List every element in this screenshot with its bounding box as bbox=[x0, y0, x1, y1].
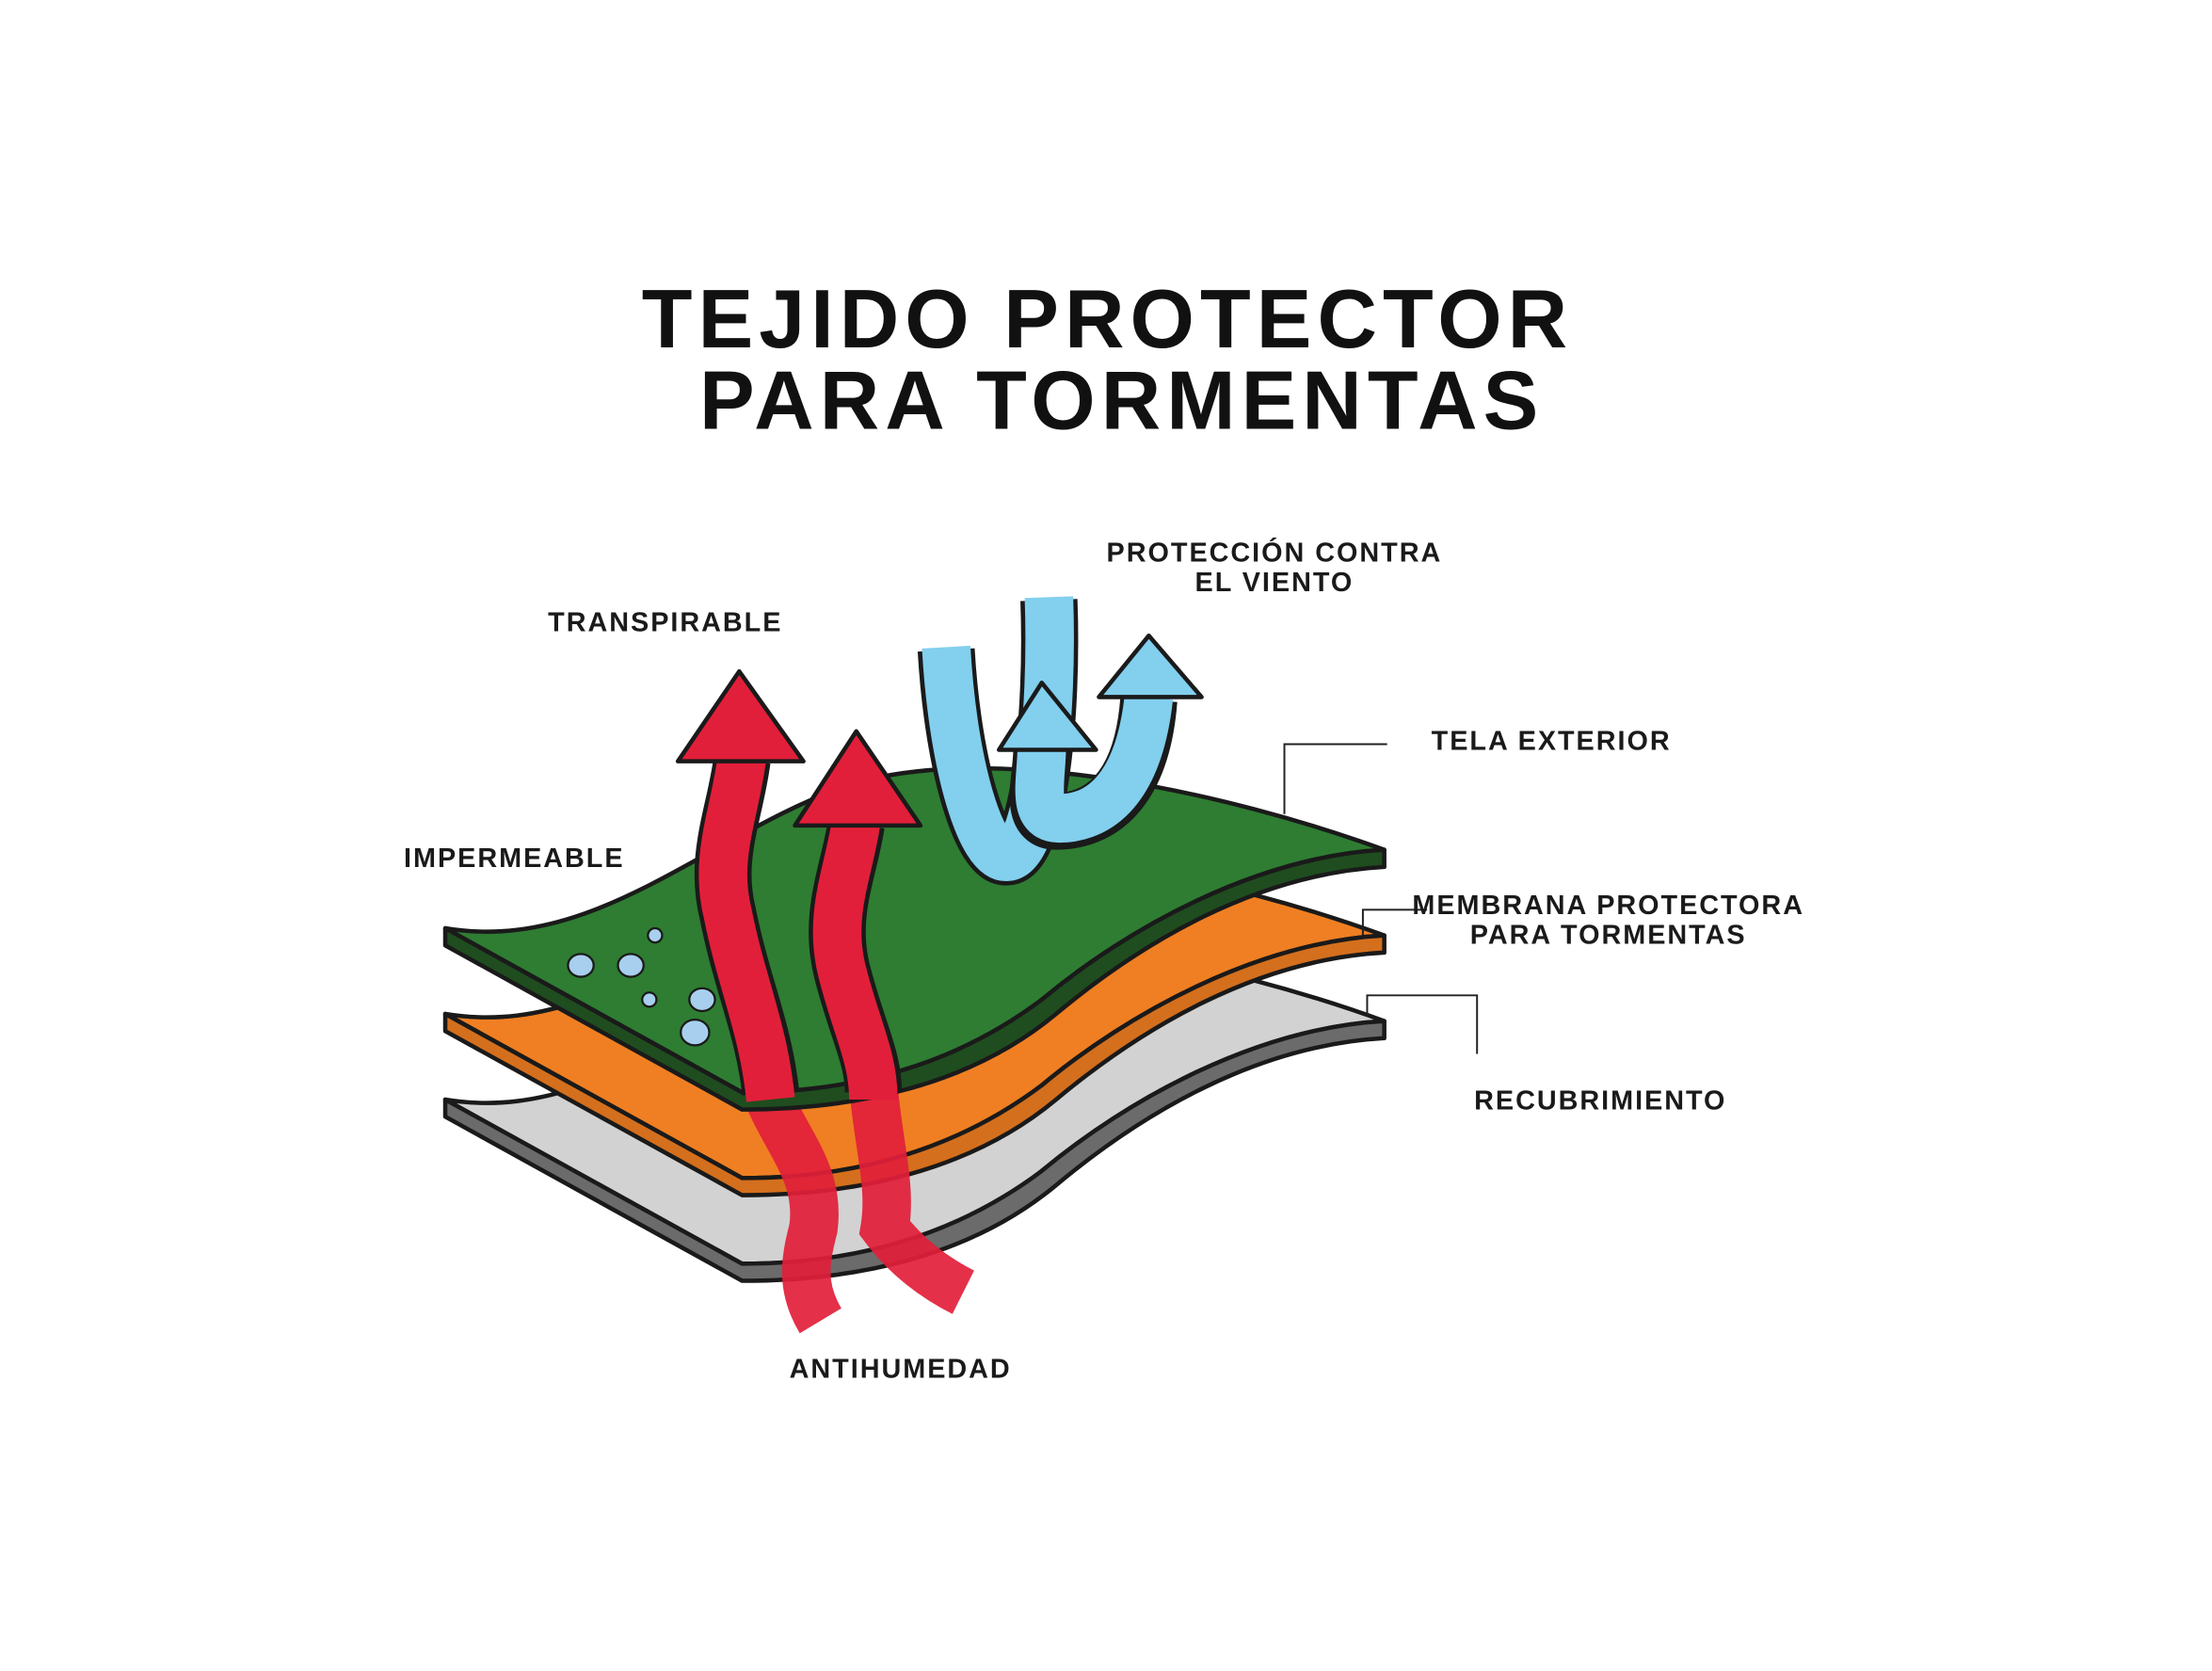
label-coating: RECUBRIMIENTO bbox=[1474, 1086, 1726, 1117]
title-line-1: TEJIDO PROTECTOR bbox=[642, 272, 1573, 365]
label-anti-moisture: ANTIHUMEDAD bbox=[790, 1355, 1012, 1385]
label-breathable: TRANSPIRABLE bbox=[548, 608, 782, 638]
wind-arrowhead bbox=[1097, 633, 1204, 699]
label-membrane-line-1: MEMBRANA PROTECTORA bbox=[1412, 891, 1804, 921]
droplet bbox=[641, 991, 658, 1008]
droplet bbox=[567, 953, 595, 978]
leader-line-membrane bbox=[1361, 908, 1428, 936]
droplet bbox=[680, 1018, 711, 1047]
droplet bbox=[647, 926, 664, 944]
droplet bbox=[688, 987, 716, 1013]
wind-arrowhead bbox=[997, 681, 1098, 752]
vapor-arrow-tails bbox=[740, 1076, 975, 1334]
droplet bbox=[617, 953, 645, 978]
wind-arrows bbox=[917, 596, 1204, 886]
water-droplets bbox=[567, 926, 716, 1047]
label-wind-line-2: EL VIENTO bbox=[1195, 568, 1354, 598]
breathable-arrow-1 bbox=[675, 668, 806, 1102]
leader-line-coating bbox=[1366, 994, 1479, 1054]
label-waterproof: IMPERMEABLE bbox=[404, 844, 624, 874]
label-outer-fabric: TELA EXTERIOR bbox=[1432, 727, 1672, 757]
label-membrane-line-2: PARA TORMENTAS bbox=[1470, 921, 1747, 951]
breathable-arrow-2 bbox=[793, 729, 923, 1101]
label-wind-line-1: PROTECCIÓN CONTRA bbox=[1107, 536, 1443, 568]
title-line-2: PARA TORMENTAS bbox=[699, 353, 1544, 446]
leader-line-outer-fabric bbox=[1283, 743, 1387, 814]
